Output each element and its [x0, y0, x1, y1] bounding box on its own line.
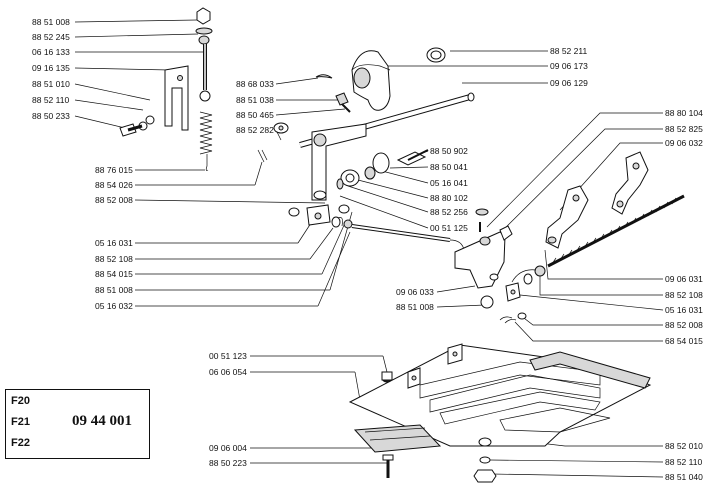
legend-item-f20: F20 [11, 395, 30, 407]
middle-hardware [288, 149, 489, 270]
part-label: 06 06 054 [209, 367, 247, 377]
part-label: 88 52 108 [665, 290, 703, 300]
spring-rod-assembly [119, 7, 289, 171]
part-label: 05 16 041 [430, 178, 468, 188]
part-label: 88 80 104 [665, 108, 703, 118]
part-label: 88 51 010 [32, 79, 70, 89]
part-label: 09 06 031 [665, 274, 703, 284]
lever-bracket [454, 225, 527, 324]
part-label: 88 51 008 [396, 302, 434, 312]
part-label: 88 51 008 [32, 17, 70, 27]
leader-lines-left [74, 19, 353, 307]
part-label: 09 06 173 [550, 61, 588, 71]
part-label: 88 54 026 [95, 180, 133, 190]
part-label: 05 16 031 [95, 238, 133, 248]
part-label: 09 06 129 [550, 78, 588, 88]
part-label: 09 06 032 [665, 138, 703, 148]
part-label: 88 52 211 [550, 46, 588, 56]
part-label: 09 16 135 [32, 63, 70, 73]
part-label: 88 68 033 [236, 79, 274, 89]
cam-and-shaft [299, 47, 475, 201]
part-label: 05 16 031 [665, 305, 703, 315]
part-label: 88 51 008 [95, 285, 133, 295]
part-label: 88 50 233 [32, 111, 70, 121]
coil-spring [199, 111, 213, 155]
part-label: 88 52 256 [430, 207, 468, 217]
part-label: 88 52 282 [236, 125, 274, 135]
part-label: 88 51 040 [665, 472, 703, 482]
legend-item-f21: F21 [11, 416, 30, 428]
legend-item-f22: F22 [11, 437, 30, 449]
part-label: 88 52 110 [32, 95, 70, 105]
leader-lines-middle [250, 77, 486, 464]
part-label: 88 52 108 [95, 254, 133, 264]
part-label: 88 80 102 [430, 193, 468, 203]
part-label: 88 52 245 [32, 32, 70, 42]
part-label: 88 76 015 [95, 165, 133, 175]
part-label: 88 50 223 [209, 458, 247, 468]
part-label: 88 52 110 [665, 457, 703, 467]
part-label: 68 54 015 [665, 336, 703, 346]
part-label: 88 51 038 [236, 95, 274, 105]
part-label: 88 54 015 [95, 269, 133, 279]
legend-assembly-code: 09 44 001 [72, 413, 132, 429]
part-label: 88 52 010 [665, 441, 703, 451]
part-label: 88 52 008 [95, 195, 133, 205]
part-label: 06 16 133 [32, 47, 70, 57]
part-label: 05 16 032 [95, 301, 133, 311]
legend-box [5, 389, 150, 459]
part-label: 88 50 465 [236, 110, 274, 120]
right-levers [511, 151, 685, 285]
part-label: 88 50 902 [430, 146, 468, 156]
part-label: 09 06 004 [209, 443, 247, 453]
part-label: 09 06 033 [396, 287, 434, 297]
part-label: 88 52 825 [665, 124, 703, 134]
part-label: 00 51 125 [430, 223, 468, 233]
part-label: 88 50 041 [430, 162, 468, 172]
part-label: 00 51 123 [209, 351, 247, 361]
base-plate-assembly [348, 343, 652, 483]
part-label: 88 52 008 [665, 320, 703, 330]
